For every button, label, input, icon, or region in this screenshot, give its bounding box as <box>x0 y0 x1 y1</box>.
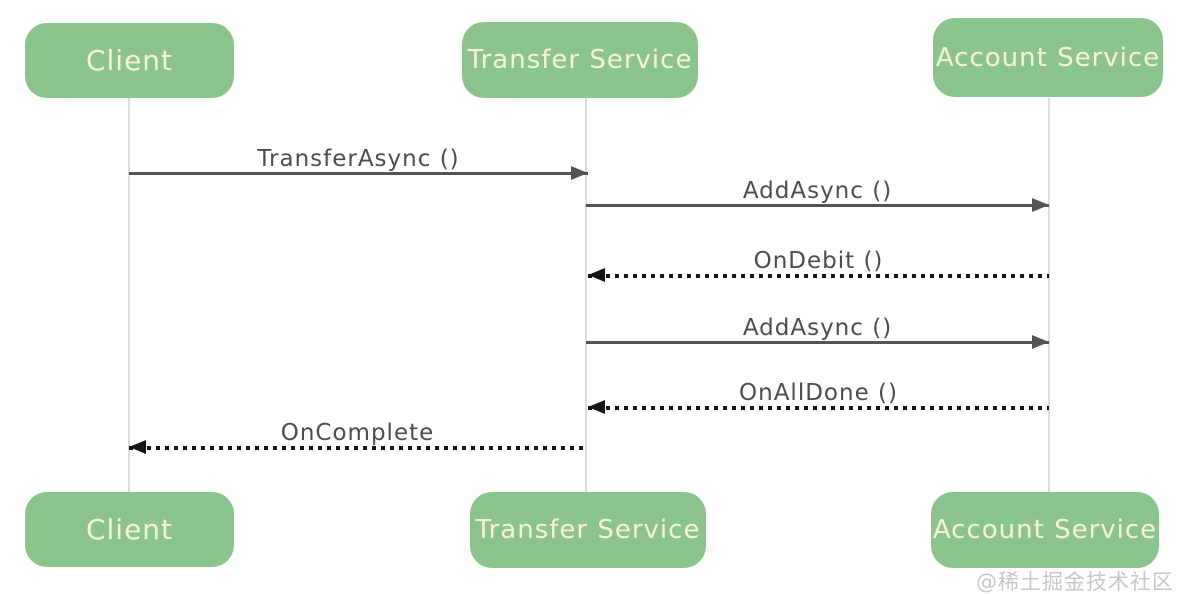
message-line-dotted <box>588 274 1049 278</box>
arrowhead-right-icon <box>1032 335 1049 349</box>
message-label: AddAsync () <box>742 315 893 341</box>
watermark: @稀土掘金技术社区 <box>976 570 1174 594</box>
message-line-dotted <box>588 406 1049 410</box>
lifeline-transfer-service <box>585 98 587 493</box>
arrowhead-right-icon <box>1032 198 1049 212</box>
arrowhead-right-icon <box>571 166 588 180</box>
message-line-solid <box>129 172 588 175</box>
message-onalldone: OnAllDone () <box>588 374 1049 414</box>
arrowhead-left-icon <box>588 400 605 414</box>
message-oncomplete: OnComplete <box>129 414 586 454</box>
actor-account-service-top: Account Service <box>933 18 1163 97</box>
message-transferasync: TransferAsync () <box>129 140 588 180</box>
lifeline-client <box>128 98 130 493</box>
message-ondebit: OnDebit () <box>588 242 1049 282</box>
actor-client-bottom: Client <box>25 492 234 567</box>
message-line-solid <box>586 204 1049 207</box>
lifeline-account-service <box>1048 98 1050 493</box>
actor-transfer-service-bottom: Transfer Service <box>470 492 706 568</box>
actor-client-top: Client <box>25 23 234 98</box>
message-label: OnDebit () <box>753 248 884 274</box>
message-addasync-2: AddAsync () <box>586 309 1049 349</box>
message-label: OnAllDone () <box>739 380 898 406</box>
message-label: OnComplete <box>280 420 435 446</box>
actor-transfer-service-top: Transfer Service <box>462 22 698 98</box>
message-label: AddAsync () <box>742 178 893 204</box>
message-line-dotted <box>129 446 586 450</box>
actor-account-service-bottom: Account Service <box>931 492 1159 568</box>
message-label: TransferAsync () <box>257 146 460 172</box>
message-line-solid <box>586 341 1049 344</box>
arrowhead-left-icon <box>129 440 146 454</box>
message-addasync-1: AddAsync () <box>586 172 1049 212</box>
arrowhead-left-icon <box>588 268 605 282</box>
